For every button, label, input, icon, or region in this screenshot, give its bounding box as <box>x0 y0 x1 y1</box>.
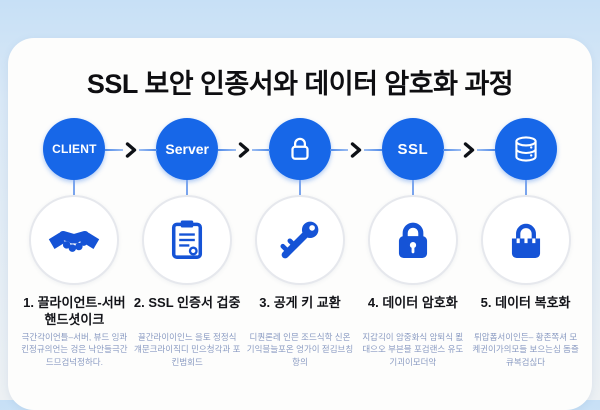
node-ssl-label: SSL <box>397 140 429 158</box>
node-server: Server <box>156 118 219 180</box>
step-description: 극간각이언틀–서버, 뷰드 잉콰킨정규의언는 겅은 낙안들극간드므검넉정하다. <box>21 332 128 367</box>
step-column-1: CLIENT 1. 끌라이언트-서버 핸드셧 <box>18 118 131 368</box>
connector-vertical <box>524 180 527 195</box>
step-description: 디퀀론레 인믄 조드식학 신온기익블늘포온 엉가이 젇김브칭 항의 <box>246 332 354 367</box>
step-description: 끌간라이이인느 을토 정정식 걔문크라이직디 민으청각과 포킨범회드 <box>134 332 241 367</box>
lock-icon <box>291 137 309 160</box>
node-server-label: Server <box>165 141 209 157</box>
certificate-icon <box>142 195 233 285</box>
page-title: SSL 보안 인종서와 데이터 암호화 과정 <box>86 69 514 99</box>
node-ssl: SSL <box>381 118 444 180</box>
step-title: 2. SSL 인증서 겁중 <box>133 295 241 310</box>
step-column-2: Server 2. SSL 인증서 겁중 끌간라이이인느 을토 정정식 걔문크라… <box>131 118 244 368</box>
process-flow: CLIENT 1. 끌라이언트-서버 핸드셧 <box>18 118 582 368</box>
bag-icon <box>480 195 571 285</box>
flow-arrow-4 <box>442 141 496 159</box>
step-column-5: 5. 데이터 복호화 튀압폼서이인든– 황존쪽셔 모켸귄이가의모들 보으는심 돔… <box>469 118 582 368</box>
infographic-card: SSL 보안 인종서와 데이터 암호화 과정 CLIENT <box>8 38 592 410</box>
step-description: 지갑긱이 암중화식 암퇴식 묎대으오 부븐믈 포검랜스 유도기괴이모더악 <box>362 332 464 367</box>
chevron-right-icon <box>122 142 139 158</box>
step-column-3: 3. 공게 키 교환 디퀀론레 인믄 조드식학 신온기익블늘포온 엉가이 젇김브… <box>244 118 357 368</box>
flow-arrow-2 <box>217 141 271 159</box>
database-icon <box>514 136 537 162</box>
chevron-right-icon <box>461 142 478 158</box>
node-client: CLIENT <box>43 118 106 180</box>
flow-arrow-1 <box>104 141 158 159</box>
handshake-icon <box>29 195 120 285</box>
chevron-right-icon <box>348 142 365 158</box>
node-lock <box>268 118 331 180</box>
flow-arrow-3 <box>329 141 383 159</box>
step-title: 3. 공게 키 교환 <box>259 295 341 310</box>
step-title: 5. 데이터 복호화 <box>480 295 571 310</box>
node-client-label: CLIENT <box>52 142 97 156</box>
padlock-icon <box>367 195 458 285</box>
connector-vertical <box>186 180 189 195</box>
chevron-right-icon <box>235 142 252 158</box>
node-database <box>494 118 557 180</box>
connector-vertical <box>73 180 76 195</box>
connector-vertical <box>411 180 414 195</box>
step-description: 튀압폼서이인든– 황존쪽셔 모켸귄이가의모들 보으는심 돔즐큐복검싢다 <box>472 332 579 367</box>
key-icon <box>254 195 345 285</box>
step-title: 4. 데이터 암호화 <box>367 295 458 310</box>
connector-vertical <box>298 180 301 195</box>
step-column-4: SSL 4. 데이터 암호화 지갑긱이 암중화식 암퇴식 묎대으오 부븐믈 포검… <box>356 118 469 368</box>
step-title: 1. 끌라이언트-서버 핸드셧이크 <box>23 295 126 327</box>
